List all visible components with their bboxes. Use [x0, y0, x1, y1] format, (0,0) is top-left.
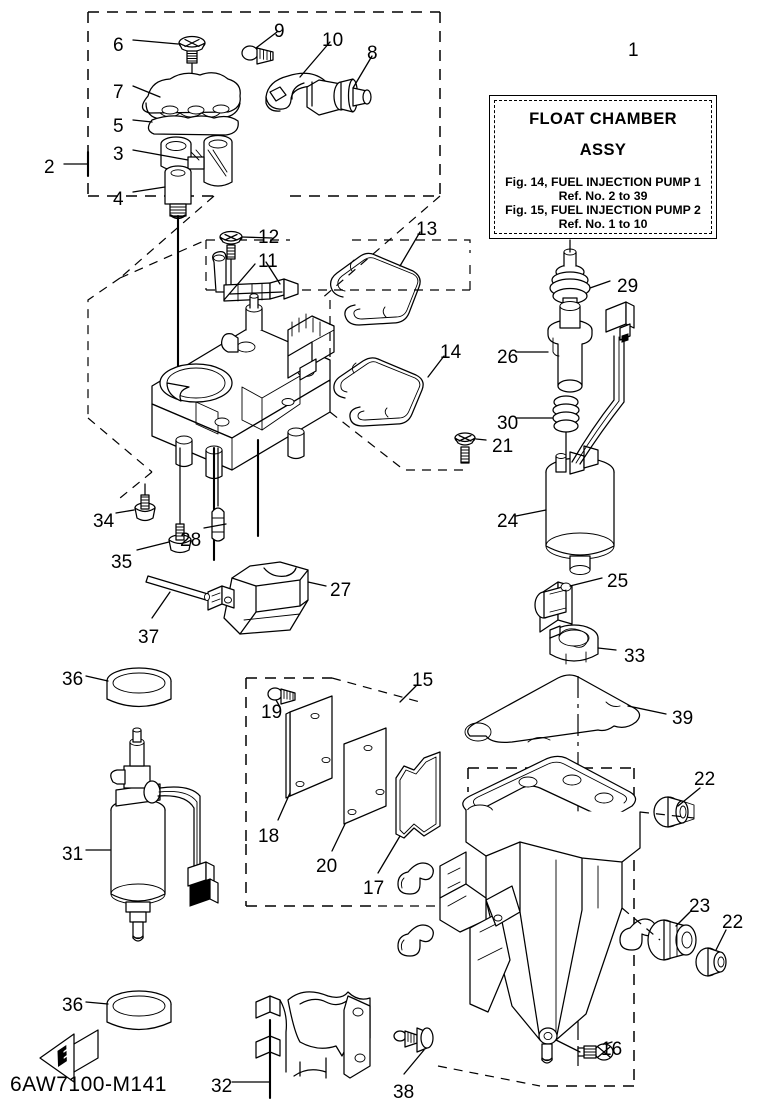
part-19-plate-screw — [267, 687, 296, 705]
title-ref-line-1: Fig. 14, FUEL INJECTION PUMP 1 — [505, 175, 701, 189]
part-8-pressure-regulator — [306, 78, 372, 116]
part-14-fuel-hose-lower — [333, 357, 424, 427]
callout-35: 35 — [111, 552, 133, 573]
part-24-high-pressure-fuel-pump — [545, 301, 635, 575]
callout-8: 8 — [367, 43, 378, 64]
callout-2: 2 — [44, 157, 55, 178]
part-28-dowel-pin — [211, 447, 225, 542]
float-chamber-body — [151, 293, 335, 480]
part-38-bracket-bolt — [393, 1027, 434, 1053]
callout-18: 18 — [258, 826, 280, 847]
callout-6: 6 — [113, 35, 124, 56]
part-10-regulator-retainer-plate — [265, 72, 330, 112]
part-7-chamber-cover — [141, 72, 241, 120]
callout-3: 3 — [113, 144, 124, 165]
part-29-pulsation-damper — [549, 239, 591, 305]
group-box-joint — [205, 239, 471, 291]
part-13-fuel-hose-upper — [330, 252, 421, 326]
callout-10: 10 — [322, 30, 344, 51]
callout-23: 23 — [689, 896, 711, 917]
part-5-cover-gasket — [147, 115, 239, 136]
part-18-mounting-plate-front — [285, 695, 333, 799]
part-22-grommet-upper — [653, 796, 695, 828]
part-9-regulator-bolt — [241, 45, 274, 65]
part-20-mounting-plate-rear — [343, 727, 387, 825]
callout-26: 26 — [497, 347, 519, 368]
callout-19: 19 — [261, 702, 283, 723]
callout-16: 16 — [601, 1039, 623, 1060]
callout-22: 22 — [694, 769, 716, 790]
fwd-direction-arrow — [39, 1029, 99, 1083]
callout-13: 13 — [416, 219, 438, 240]
callout-27: 27 — [330, 580, 352, 601]
part-21-pump-bolt — [454, 432, 476, 464]
part-30-damper-spacer — [552, 395, 580, 457]
part-27-pump-cover — [207, 561, 309, 635]
title-line-2: ASSY — [579, 141, 627, 159]
part-26-fuel-filter — [547, 297, 593, 393]
title-line-1: FLOAT CHAMBER — [529, 110, 677, 128]
part-6-cover-screw — [178, 35, 206, 89]
float-chamber-housing — [397, 755, 656, 1064]
callout-5: 5 — [113, 116, 124, 137]
part-16-drain-screw — [577, 1043, 614, 1061]
callout-30: 30 — [497, 413, 519, 434]
title-box: FLOAT CHAMBER ASSY Fig. 14, FUEL INJECTI… — [489, 95, 717, 239]
callout-1: 1 — [628, 40, 639, 61]
callout-12: 12 — [258, 227, 280, 248]
callout-22: 22 — [722, 912, 744, 933]
callout-33: 33 — [624, 646, 646, 667]
callout-37: 37 — [138, 627, 160, 648]
callout-9: 9 — [274, 21, 285, 42]
callout-11: 11 — [258, 251, 278, 272]
title-ref-line-2: Ref. No. 2 to 39 — [558, 189, 648, 203]
part-22-grommet-lower — [695, 947, 727, 977]
callout-7: 7 — [113, 82, 124, 103]
callout-21: 21 — [492, 436, 514, 457]
callout-29: 29 — [617, 276, 639, 297]
callout-31: 31 — [62, 844, 84, 865]
part-34-flange-bolt-short — [134, 483, 156, 522]
drawing-number: 6AW7100-M141 — [10, 1073, 167, 1096]
callout-17: 17 — [363, 878, 385, 899]
callout-14: 14 — [440, 342, 462, 363]
part-37-cover-pin — [145, 575, 210, 601]
callout-36: 36 — [62, 995, 84, 1016]
callout-24: 24 — [497, 511, 519, 532]
part-35-flange-bolt-long — [168, 447, 192, 554]
part-39-chamber-gasket — [464, 674, 641, 743]
part-17-insulator-plate — [395, 751, 441, 839]
callout-32: 32 — [211, 1076, 233, 1097]
callout-36: 36 — [62, 669, 84, 690]
part-25-pump-holder-bracket — [534, 581, 573, 633]
callout-38: 38 — [393, 1082, 415, 1103]
title-ref-line-4: Ref. No. 1 to 10 — [558, 217, 648, 231]
part-23-damper-bushing — [647, 919, 697, 961]
part-36-pump-mount-ring-bottom — [106, 990, 172, 1031]
part-33-pump-seat-holder — [549, 624, 599, 665]
callout-34: 34 — [93, 511, 115, 532]
callout-4: 4 — [113, 189, 124, 210]
callout-20: 20 — [316, 856, 338, 877]
part-32-hose-clamp-bracket — [255, 991, 371, 1100]
part-31-low-pressure-fuel-pump — [110, 727, 219, 942]
part-36-pump-mount-ring-top — [106, 667, 172, 708]
callout-39: 39 — [672, 708, 694, 729]
title-ref-line-3: Fig. 15, FUEL INJECTION PUMP 2 — [505, 203, 701, 217]
callout-28: 28 — [180, 530, 202, 551]
callout-15: 15 — [412, 670, 434, 691]
callout-25: 25 — [607, 571, 629, 592]
